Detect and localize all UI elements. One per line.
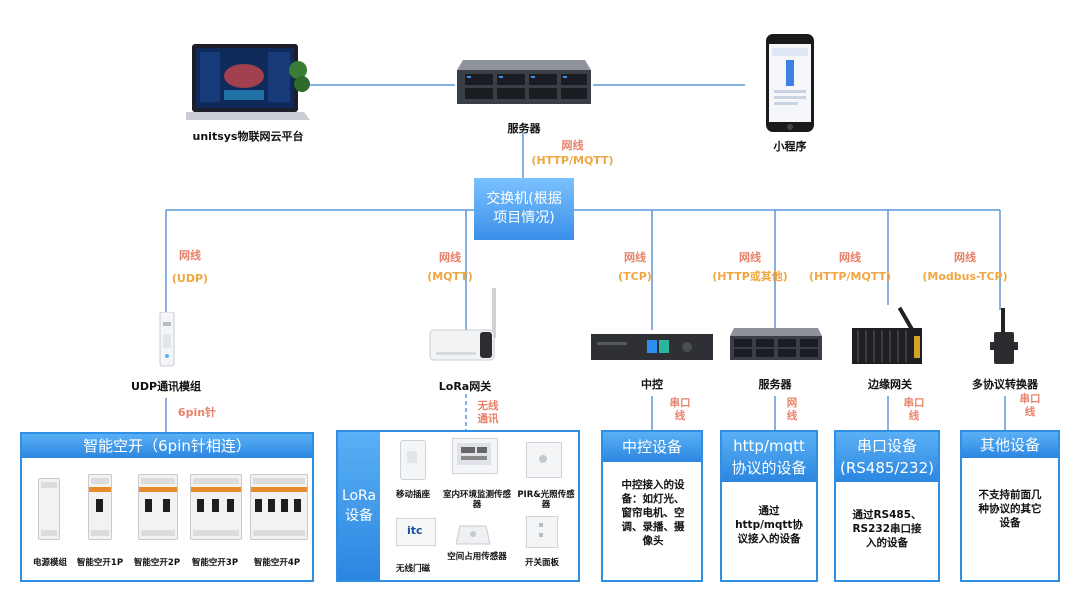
cloud-platform-label: unitsys物联网云平台 (192, 130, 304, 143)
lora-gateway-image (428, 288, 508, 368)
branch-network-label: 网线 (UDP) (160, 248, 220, 286)
smart-switch-item-label: 电源模组 (32, 558, 67, 568)
network-link-label: 网线 (786, 397, 800, 423)
http-devices-header: http/mqtt 协议的设备 (722, 432, 816, 482)
protocol-text: (HTTP/MQTT) (808, 270, 892, 283)
lora-item-label: 空间占用传感器 (447, 552, 507, 562)
lora-item-label: PIR&光照传感器 (517, 490, 575, 510)
central-control-label: 中控 (641, 378, 663, 391)
network-cable-text: 网线 (439, 251, 461, 264)
phone-image (764, 34, 816, 134)
branch-server-label: 服务器 (758, 378, 792, 391)
branch-server-image (730, 326, 822, 362)
protocol-text: (HTTP或其他) (712, 270, 788, 283)
mobile-socket-image (400, 440, 426, 480)
switch-node: 交换机(根据项目情况) (474, 178, 574, 240)
pir-sensor-image (526, 442, 562, 478)
network-cable-text: 网线 (839, 251, 861, 264)
protocol-text: (MQTT) (427, 270, 473, 283)
protocol-text: (TCP) (618, 270, 652, 283)
top-network-label: 网线 (HTTP/MQTT) (515, 138, 630, 168)
branch-network-label: 网线 (MQTT) (410, 250, 490, 284)
network-cable-text: 网线 (624, 251, 646, 264)
udp-module-label: UDP通讯模组 (130, 380, 202, 393)
serial-devices-title-line2: (RS485/232) (840, 459, 934, 477)
serial-link-text: 串口线 (669, 397, 691, 422)
lora-devices-title: LoRa设备 (341, 488, 377, 524)
network-cable-text: 网线 (739, 251, 761, 264)
smart-switch-title: 智能空开（6pin针相连） (22, 434, 312, 458)
lora-item-label: 室内环境监测传感器 (442, 490, 511, 510)
central-devices-text: 中控接入的设备：如灯光、窗帘电机、空调、录播、摄像头 (621, 479, 685, 547)
network-cable-text: 网线 (954, 251, 976, 264)
protocol-text: (HTTP/MQTT) (531, 154, 614, 167)
smart-switch-item-label: 智能空开1P (76, 558, 124, 568)
http-devices-text: 通过http/mqtt协议接入的设备 (735, 505, 803, 545)
serial-devices-text: 通过RS485、RS232串口接入的设备 (852, 509, 922, 549)
central-devices-title: 中控设备 (603, 432, 701, 462)
env-sensor-image (452, 438, 498, 474)
central-control-image (591, 332, 713, 362)
other-devices-title: 其他设备 (962, 432, 1058, 458)
lora-gateway-label: LoRa网关 (438, 380, 492, 393)
serial-link-label: 串口线 (1018, 393, 1042, 419)
edge-gateway-label: 边缘网关 (868, 378, 912, 391)
wireless-link-text: 无线通讯 (477, 400, 499, 425)
central-devices-box: 中控设备 中控接入的设备：如灯光、窗帘电机、空调、录播、摄像头 (601, 430, 703, 582)
http-devices-title-line1: http/mqtt (733, 437, 805, 455)
protocol-text: (UDP) (171, 272, 209, 285)
edge-gateway-image (850, 306, 926, 368)
protocol-converter-label: 多协议转换器 (972, 378, 1038, 391)
http-devices-title-line2: 协议的设备 (731, 459, 807, 477)
serial-devices-box: 串口设备 (RS485/232) 通过RS485、RS232串口接入的设备 (834, 430, 940, 582)
smart-switch-item-label: 智能空开4P (253, 558, 301, 568)
other-devices-text: 不支持前面几种协议的其它设备 (978, 489, 1042, 529)
lora-side-header: LoRa设备 (338, 432, 380, 580)
server-label: 服务器 (507, 122, 541, 135)
branch-network-label: 网线 (Modbus-TCP) (910, 250, 1020, 284)
smart-switch-item-label: 智能空开2P (133, 558, 181, 568)
door-sensor-image: itc (396, 518, 436, 546)
mini-program-label: 小程序 (773, 140, 807, 153)
udp-module-image (157, 311, 177, 368)
pin-link-label: 6pin针 (177, 406, 217, 419)
serial-link-text: 串口线 (903, 397, 925, 422)
smart-switch-4p-image (250, 474, 308, 540)
lora-item-label: 开关面板 (524, 558, 559, 568)
serial-devices-title-line1: 串口设备 (856, 437, 917, 455)
smart-switch-1p-image (88, 474, 112, 540)
smart-switch-item-label: 智能空开3P (191, 558, 239, 568)
switch-panel-image (526, 516, 558, 548)
smart-switch-box: 智能空开（6pin针相连） 电源模组 智能空开1P 智能空开2P 智能空开3P … (20, 432, 314, 582)
lora-item-label: 移动插座 (395, 490, 430, 500)
network-link-text: 网线 (786, 397, 798, 422)
serial-devices-header: 串口设备 (RS485/232) (836, 432, 938, 482)
serial-link-text: 串口线 (1019, 393, 1041, 418)
branch-network-label: 网线 (HTTP/MQTT) (800, 250, 900, 284)
branch-network-label: 网线 (HTTP或其他) (700, 250, 800, 284)
laptop-image (184, 42, 310, 124)
branch-network-label: 网线 (TCP) (600, 250, 670, 284)
serial-link-label: 串口线 (668, 397, 692, 423)
power-module-image (38, 478, 60, 540)
network-cable-text: 网线 (561, 139, 584, 152)
smart-switch-2p-image (138, 474, 178, 540)
switch-label: 交换机(根据项目情况) (486, 191, 562, 226)
other-devices-box: 其他设备 不支持前面几种协议的其它设备 (960, 430, 1060, 582)
http-devices-box: http/mqtt 协议的设备 通过http/mqtt协议接入的设备 (720, 430, 818, 582)
network-cable-text: 网线 (179, 249, 201, 262)
lora-item-label: 无线门磁 (395, 564, 430, 574)
occupancy-sensor-image (455, 522, 491, 546)
serial-link-label: 串口线 (902, 397, 926, 423)
protocol-converter-image (990, 308, 1018, 368)
server-image (455, 56, 593, 108)
wireless-link-label: 无线通讯 (470, 400, 506, 426)
protocol-text: (Modbus-TCP) (922, 270, 1008, 283)
smart-switch-3p-image (190, 474, 242, 540)
lora-devices-box: LoRa设备 移动插座 室内环境监测传感器 PIR&光照传感器 itc 无线门磁… (336, 430, 580, 582)
